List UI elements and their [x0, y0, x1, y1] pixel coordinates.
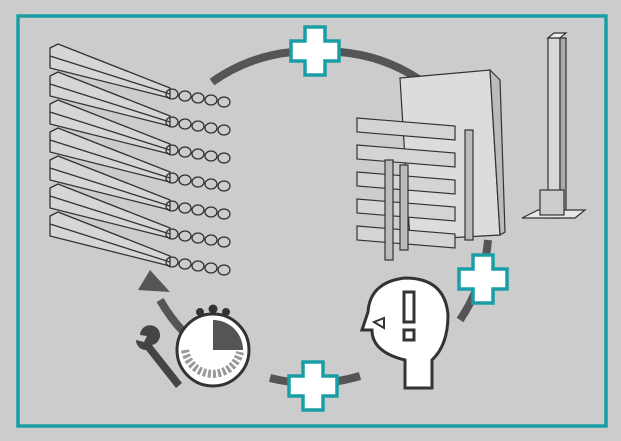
plus-icon [457, 253, 509, 305]
plus-icon [287, 360, 339, 412]
wrench-icon [136, 325, 182, 388]
louvre-panel-illustration [49, 43, 231, 276]
fence-panel-assembly-illustration [356, 68, 506, 261]
stopwatch-icon [175, 304, 251, 388]
frame [16, 14, 608, 428]
plus-icon [289, 25, 341, 77]
head-warning-icon [359, 276, 450, 390]
post-illustration [521, 32, 587, 219]
cycle-arrow-icon [138, 270, 170, 292]
